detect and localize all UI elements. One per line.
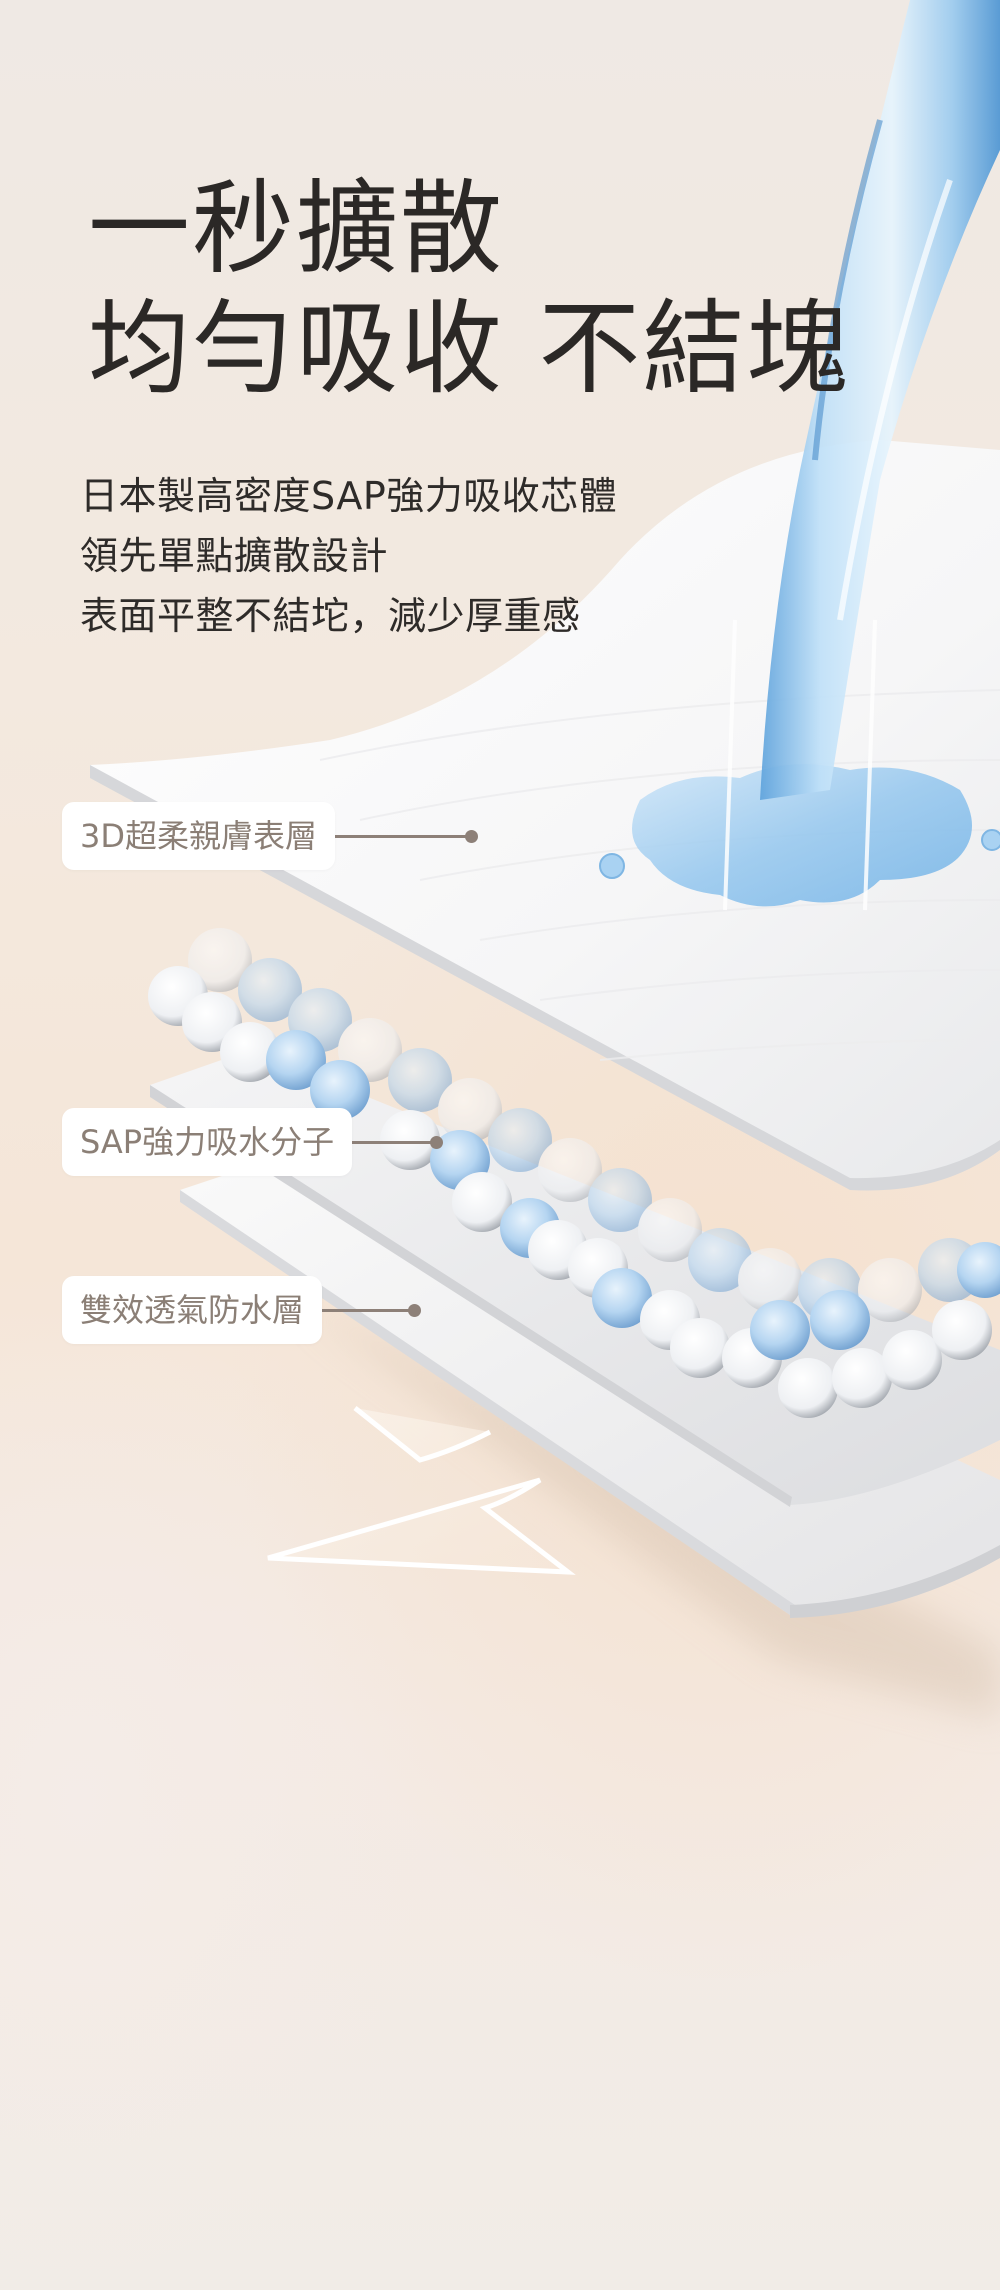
water-puddle-icon	[599, 764, 1000, 907]
leader-line	[335, 834, 468, 838]
leader-dot-icon	[465, 829, 479, 843]
callout-label: 雙效透氣防水層	[62, 1276, 323, 1344]
leader-line	[352, 1140, 433, 1144]
top-sheet-layer	[90, 440, 1000, 1191]
feature-line-2: 領先單點擴散設計	[80, 534, 389, 578]
callout-sap-core: SAP強力吸水分子	[62, 1108, 444, 1176]
leader-dot-icon	[430, 1135, 444, 1149]
callout-top-sheet: 3D超柔親膚表層	[62, 802, 479, 870]
leader-line	[322, 1308, 411, 1312]
headline: 一秒擴散 均勻吸收 不結塊	[88, 170, 850, 410]
callout-label: SAP強力吸水分子	[62, 1108, 353, 1176]
headline-line-1: 一秒擴散	[88, 170, 504, 289]
feature-description: 日本製高密度SAP強力吸收芯體 領先單點擴散設計 表面平整不結坨，減少厚重感	[80, 466, 617, 646]
callout-label: 3D超柔親膚表層	[62, 802, 336, 870]
headline-line-2: 均勻吸收 不結塊	[88, 290, 851, 409]
sap-beads-front	[148, 966, 1000, 1418]
feature-line-3: 表面平整不結坨，減少厚重感	[80, 594, 581, 638]
sap-beads	[188, 928, 982, 1322]
feature-line-1: 日本製高密度SAP強力吸收芯體	[80, 474, 618, 518]
down-left-arrow-outline-icon	[267, 1406, 576, 1575]
water-stream-icon	[760, 0, 1000, 800]
leader-dot-icon	[408, 1303, 422, 1317]
callout-back-sheet: 雙效透氣防水層	[62, 1276, 422, 1344]
